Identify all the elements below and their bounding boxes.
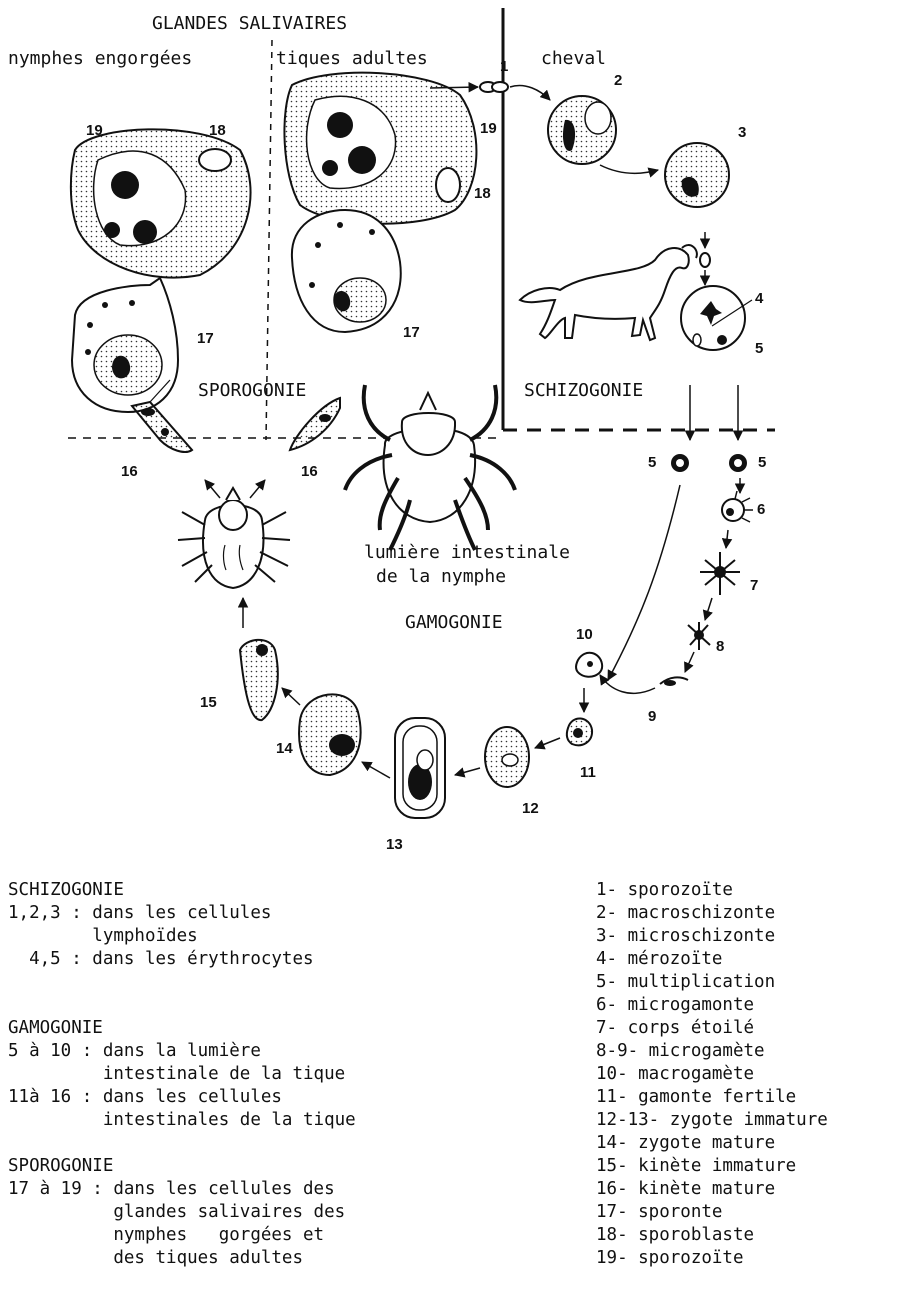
note-line-15: glandes salivaires des	[8, 1201, 345, 1224]
note-line-17: des tiques adultes	[8, 1247, 303, 1270]
adult-tick	[345, 385, 515, 550]
note-line-1: SCHIZOGONIE	[8, 879, 124, 902]
stage-number-4: 4	[755, 290, 763, 307]
note-line-4: 4,5 : dans les érythrocytes	[8, 948, 314, 971]
note-line-10: 11à 16 : dans les cellules	[8, 1086, 282, 1109]
immature-kinete-15	[240, 640, 278, 720]
stage-number-17-nymph: 17	[197, 330, 214, 347]
erythrocyte-division-left	[671, 454, 689, 472]
legend-item-9: 10- macrogamète	[596, 1063, 754, 1086]
legend-item-6: 6- microgamonte	[596, 994, 754, 1017]
stage-number-9: 9	[648, 708, 656, 725]
note-line-7: GAMOGONIE	[8, 1017, 103, 1040]
microgamete-8	[688, 622, 710, 650]
gland-cells-adult	[292, 210, 401, 332]
gland-acinus-nymph	[71, 129, 251, 277]
phase-lumiere-1: lumière intestinale	[364, 542, 570, 564]
note-line-2: 1,2,3 : dans les cellules	[8, 902, 271, 925]
note-line-8: 5 à 10 : dans la lumière	[8, 1040, 261, 1063]
gland-acinus-adult	[284, 73, 476, 224]
lymphocyte-microschizonte	[665, 143, 729, 207]
stage-number-8: 8	[716, 638, 724, 655]
note-line-13: SPOROGONIE	[8, 1155, 113, 1178]
legend-item-10: 11- gamonte fertile	[596, 1086, 796, 1109]
stage-number-2: 2	[614, 72, 622, 89]
stage-number-11: 11	[580, 764, 596, 781]
legend-item-2: 2- macroschizonte	[596, 902, 775, 925]
note-line-14: 17 à 19 : dans les cellules des	[8, 1178, 335, 1201]
stage-number-17-adult: 17	[403, 324, 420, 341]
stage-number-19-nymph: 19	[86, 122, 103, 139]
gland-cells-nymph	[72, 278, 178, 412]
stage-number-12: 12	[522, 800, 539, 817]
mature-kinete-16-left	[132, 402, 192, 452]
legend-item-4: 4- mérozoïte	[596, 948, 722, 971]
microgamonte-6	[722, 491, 753, 522]
header-tiques: tiques adultes	[276, 48, 428, 70]
legend-item-17: 19- sporozoïte	[596, 1247, 744, 1270]
note-line-9: intestinale de la tique	[8, 1063, 345, 1086]
sporozoite-1	[480, 82, 508, 92]
stage-number-19-adult: 19	[480, 120, 497, 137]
note-line-16: nymphes gorgées et	[8, 1224, 324, 1247]
header-glandes: GLANDES SALIVAIRES	[152, 13, 347, 35]
stage-number-16-right: 16	[301, 463, 318, 480]
nymph-tick	[178, 488, 290, 588]
stage-number-1: 1	[500, 58, 508, 75]
stage-number-5-right: 5	[758, 454, 766, 471]
legend-item-5: 5- multiplication	[596, 971, 775, 994]
phase-schizogonie: SCHIZOGONIE	[524, 380, 643, 402]
legend-item-11: 12-13- zygote immature	[596, 1109, 828, 1132]
mature-kinete-16-right	[290, 398, 340, 450]
phase-sporogonie: SPOROGONIE	[198, 380, 306, 402]
phase-gamogonie: GAMOGONIE	[405, 612, 503, 634]
stage-number-6: 6	[757, 501, 765, 518]
stage-number-18-nymph: 18	[209, 122, 226, 139]
header-nymphes: nymphes engorgées	[8, 48, 192, 70]
microgamete-9	[660, 677, 688, 686]
legend-item-3: 3- microschizonte	[596, 925, 775, 948]
legend-item-12: 14- zygote mature	[596, 1132, 775, 1155]
stage-number-3: 3	[738, 124, 746, 141]
stage-number-14: 14	[276, 740, 293, 757]
lymphocyte-macroschizonte	[548, 96, 616, 164]
legend-item-7: 7- corps étoilé	[596, 1017, 754, 1040]
star-body-7	[700, 552, 740, 595]
note-line-3: lymphoïdes	[8, 925, 198, 948]
immature-zygote-13	[395, 718, 445, 818]
legend-item-1: 1- sporozoïte	[596, 879, 733, 902]
macrogamete-10	[576, 653, 602, 677]
stage-number-16-left: 16	[121, 463, 138, 480]
stage-number-10: 10	[576, 626, 593, 643]
stage-number-15: 15	[200, 694, 217, 711]
stage-number-5-left: 5	[648, 454, 656, 471]
legend-item-8: 8-9- microgamète	[596, 1040, 765, 1063]
legend-item-15: 17- sporonte	[596, 1201, 722, 1224]
erythrocyte-division-right	[729, 454, 747, 472]
note-line-11: intestinales de la tique	[8, 1109, 356, 1132]
stage-number-18-adult: 18	[474, 185, 491, 202]
header-cheval: cheval	[541, 48, 606, 70]
erythrocyte-merozoite	[681, 286, 752, 350]
stage-number-7: 7	[750, 577, 758, 594]
stage-number-5-horse: 5	[755, 340, 763, 357]
mature-zygote-14	[299, 694, 360, 775]
stage-number-13: 13	[386, 836, 403, 853]
legend-item-13: 15- kinète immature	[596, 1155, 796, 1178]
legend-item-14: 16- kinète mature	[596, 1178, 775, 1201]
phase-lumiere-2: de la nymphe	[376, 566, 506, 588]
fertile-gamonte-11	[567, 718, 592, 745]
legend-item-16: 18- sporoblaste	[596, 1224, 754, 1247]
horse-silhouette	[520, 245, 697, 340]
immature-zygote-12	[485, 727, 529, 787]
